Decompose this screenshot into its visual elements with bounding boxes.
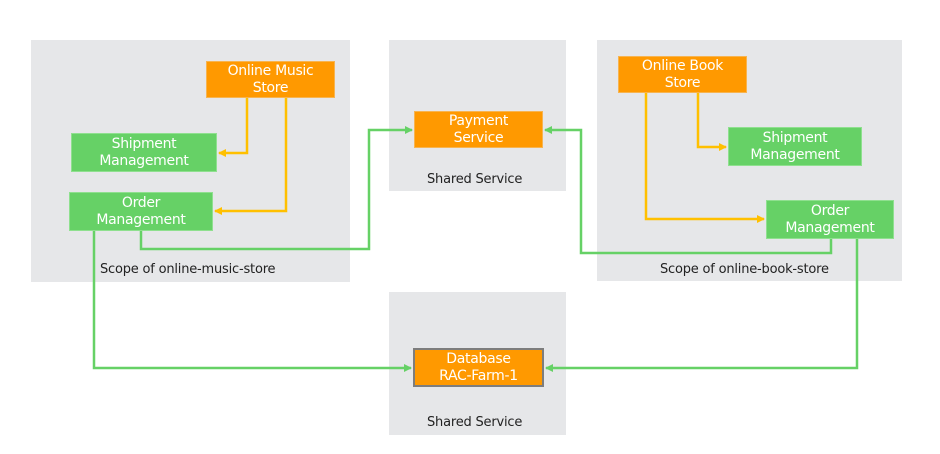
- payment-shared-service-label: Shared Service: [427, 172, 523, 187]
- database-shared-service-label: Shared Service: [427, 415, 523, 430]
- music-scope-label: Scope of online-music-store: [100, 262, 276, 277]
- book-scope-label: Scope of online-book-store: [660, 262, 829, 277]
